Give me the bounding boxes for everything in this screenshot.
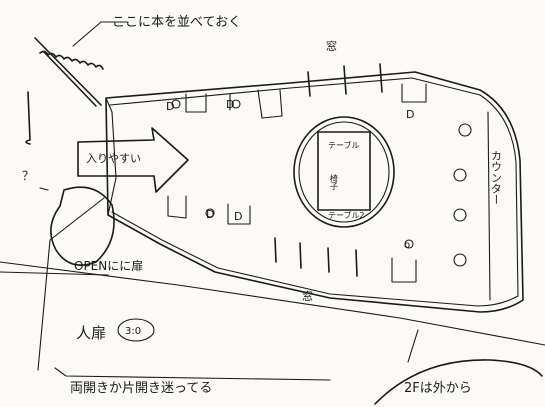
central-table-oval-inner [298, 121, 390, 223]
top-box-label-2: D [226, 98, 234, 111]
building-outline-second-stroke [109, 77, 519, 307]
top-box-label-1: D [166, 100, 174, 113]
counter-line [487, 111, 491, 301]
bottom-box-label-1: D [206, 208, 214, 221]
bottom-window-label: 窓 [302, 289, 313, 303]
people-count-circle [117, 318, 155, 342]
people-label: 人扉 [76, 324, 106, 342]
bottom-window-ticks [274, 237, 358, 277]
bottom-box-label-2: D [234, 210, 242, 223]
counter-label: カウンター [490, 150, 503, 205]
top-window-ticks [307, 63, 383, 97]
second-floor-note: 2Fは外から [404, 381, 472, 396]
table-bottom-label: テーブル2 [328, 210, 365, 220]
left-edge-mark: ？ [22, 169, 34, 183]
door-circle [50, 186, 115, 266]
right-circle-1 [458, 123, 472, 137]
right-circle-2 [453, 168, 467, 182]
central-table-rect [317, 131, 371, 211]
lower-divider-line [0, 261, 545, 346]
table-top-label: テーブル [328, 140, 360, 150]
bookshelf-wave [39, 50, 104, 70]
entrance-arrow [77, 127, 189, 193]
top-chair-circle-2 [231, 99, 241, 109]
building-outline [105, 71, 524, 313]
left-wall-notch [105, 97, 117, 216]
bottom-right-leader [407, 329, 419, 363]
lower-note-underline [54, 367, 331, 381]
bottom-right-curve [374, 359, 543, 405]
bottom-chair-circle-1 [205, 208, 215, 218]
top-box-label-3: D [406, 108, 414, 121]
people-count: 3:0 [125, 326, 141, 337]
bookshelf-edge-line [34, 37, 102, 107]
bottom-box-label-3: o [404, 240, 410, 251]
bottom-row-boxes [167, 195, 417, 283]
bottom-chair-circle-2 [404, 239, 414, 249]
left-edge-lines [0, 187, 109, 276]
top-row-boxes [185, 83, 427, 119]
double-door-note: 両開きか片開き迷ってる [70, 381, 212, 396]
top-chair-circle-1 [171, 99, 181, 109]
top-window-label: 窓 [326, 39, 337, 53]
bookshelf-arrow-line [72, 21, 129, 47]
table-mid-label: 椅子 [330, 173, 339, 190]
left-edge-bracket [25, 91, 31, 145]
right-circle-3 [453, 208, 467, 222]
right-circle-4 [453, 253, 467, 267]
bookshelf-note: ここに本を並べておく [112, 15, 241, 30]
door-leader-line [37, 197, 105, 371]
easy-entry-label: 入りやすい [86, 152, 141, 165]
central-table-oval [293, 116, 395, 228]
entrance-note: OPENにに扉 [74, 259, 143, 273]
